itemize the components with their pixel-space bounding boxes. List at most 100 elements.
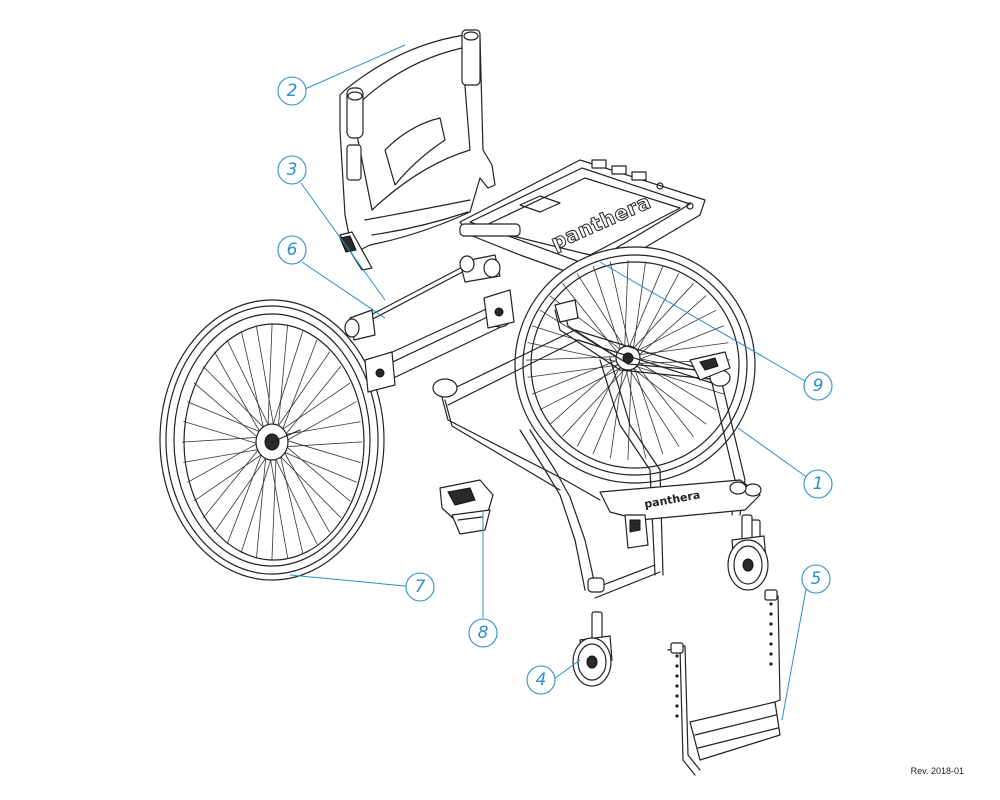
svg-text:4: 4: [536, 670, 547, 690]
wheel-spoke: [193, 452, 265, 502]
svg-text:3: 3: [287, 160, 298, 180]
footrest-adjust-hole: [769, 642, 773, 646]
footrest-adjust-hole: [675, 704, 679, 708]
footrest-adjust-hole: [675, 674, 679, 678]
wheel-spoke: [283, 441, 363, 448]
callout-1: 1: [803, 469, 833, 499]
footrest-adjust-hole: [675, 654, 679, 658]
wheel-spoke: [627, 369, 632, 461]
footrest-adjust-hole: [769, 622, 773, 626]
wheel-spoke: [637, 295, 707, 357]
footrest-adjust-hole: [769, 632, 773, 636]
wheel-spoke: [273, 455, 318, 545]
wheel-spoke: [281, 450, 357, 483]
callout-3: 3: [277, 155, 307, 185]
wheel-spoke: [183, 448, 262, 463]
wheel-spoke: [637, 361, 717, 411]
wheel-spoke: [527, 364, 620, 378]
wheel-spoke: [267, 323, 273, 429]
axle-tube-part: [364, 289, 515, 393]
wheel-spoke: [187, 401, 263, 434]
wheel-spoke: [636, 364, 694, 437]
wheel-spoke: [634, 309, 717, 353]
callout-2: 2: [277, 76, 307, 106]
wheel-spoke: [609, 261, 631, 351]
wheel-spoke: [539, 309, 619, 359]
footrest-adjust-hole: [769, 652, 773, 656]
seat-plate-part: panthera: [459, 159, 706, 281]
wheel-spoke: [636, 342, 729, 356]
wheel-spoke: [283, 444, 351, 502]
callout-5: 5: [801, 564, 831, 594]
svg-text:6: 6: [287, 240, 298, 260]
wheel-spoke: [213, 454, 269, 533]
callout-9: 9: [803, 371, 833, 401]
wheel-spoke: [624, 259, 629, 351]
svg-text:1: 1: [813, 474, 824, 494]
footrest-adjust-hole: [769, 612, 773, 616]
svg-text:2: 2: [287, 81, 298, 101]
footrest-part: [667, 589, 781, 776]
wheel-spoke: [202, 446, 262, 519]
wheel-spoke: [271, 455, 277, 561]
wheel-spoke: [187, 441, 261, 483]
wheel-spoke: [275, 351, 331, 430]
footrest-adjust-hole: [769, 662, 773, 666]
wheel-spoke: [283, 401, 357, 443]
wheel-spoke: [592, 265, 622, 353]
svg-text:7: 7: [415, 577, 426, 597]
footrest-adjust-hole: [675, 664, 679, 668]
wheel-spoke: [202, 365, 267, 431]
wheel-spoke: [632, 261, 647, 352]
wheel-spoke: [282, 421, 361, 436]
wheel-spoke: [539, 367, 622, 411]
wheel-spoke: [635, 366, 725, 395]
wheel-spoke: [576, 366, 621, 447]
wheel-spoke: [592, 369, 629, 455]
wheel-spoke: [269, 455, 289, 559]
wheel-spoke: [277, 325, 288, 430]
wheel-spoke: [226, 339, 271, 429]
wheel-spoke: [632, 368, 707, 425]
wheel-spoke: [271, 331, 304, 429]
callout-4: 4: [526, 665, 556, 695]
wheel-spoke: [240, 455, 273, 553]
svg-text:5: 5: [811, 569, 822, 589]
wheel-spoke: [183, 421, 261, 445]
wheel-spoke: [282, 365, 342, 438]
wheel-spoke: [562, 283, 620, 356]
wheel-spoke: [282, 448, 331, 533]
wheel-spoke: [549, 363, 619, 425]
wheel-lock-part: [439, 479, 494, 535]
wheel-spoke: [255, 325, 275, 429]
footrest-adjust-hole: [675, 684, 679, 688]
revision-label: Rev. 2018-01: [910, 766, 964, 776]
callout-8: 8: [468, 618, 498, 648]
wheel-spoke: [532, 359, 619, 395]
wheel-spoke: [635, 273, 680, 354]
wheel-spoke: [280, 339, 318, 434]
wheel-spoke: [576, 273, 627, 351]
right-caster-part: [727, 514, 769, 591]
wheel-spoke: [629, 369, 680, 447]
wheel-spoke: [562, 369, 625, 437]
callouts: 2 3 6 9 1 5 7 8: [277, 44, 833, 721]
footrest-adjust-hole: [769, 602, 773, 606]
svg-text:8: 8: [478, 623, 489, 643]
wheel-spoke: [631, 283, 694, 351]
footrest-adjust-hole: [675, 714, 679, 718]
wheel-spoke: [226, 450, 264, 545]
callout-6: 6: [277, 235, 307, 265]
front-caster-part: [572, 611, 613, 687]
wheel-spoke: [279, 452, 304, 554]
wheel-spoke: [634, 367, 664, 455]
brake-cable-part: [344, 254, 501, 341]
wheel-spoke: [193, 382, 261, 440]
wheel-spoke: [283, 439, 361, 463]
wheel-spoke: [525, 356, 619, 361]
wheel-spoke: [181, 436, 261, 443]
backrest-part: [339, 29, 496, 271]
footrest-adjust-hole: [675, 694, 679, 698]
wheel-spoke: [213, 351, 262, 436]
